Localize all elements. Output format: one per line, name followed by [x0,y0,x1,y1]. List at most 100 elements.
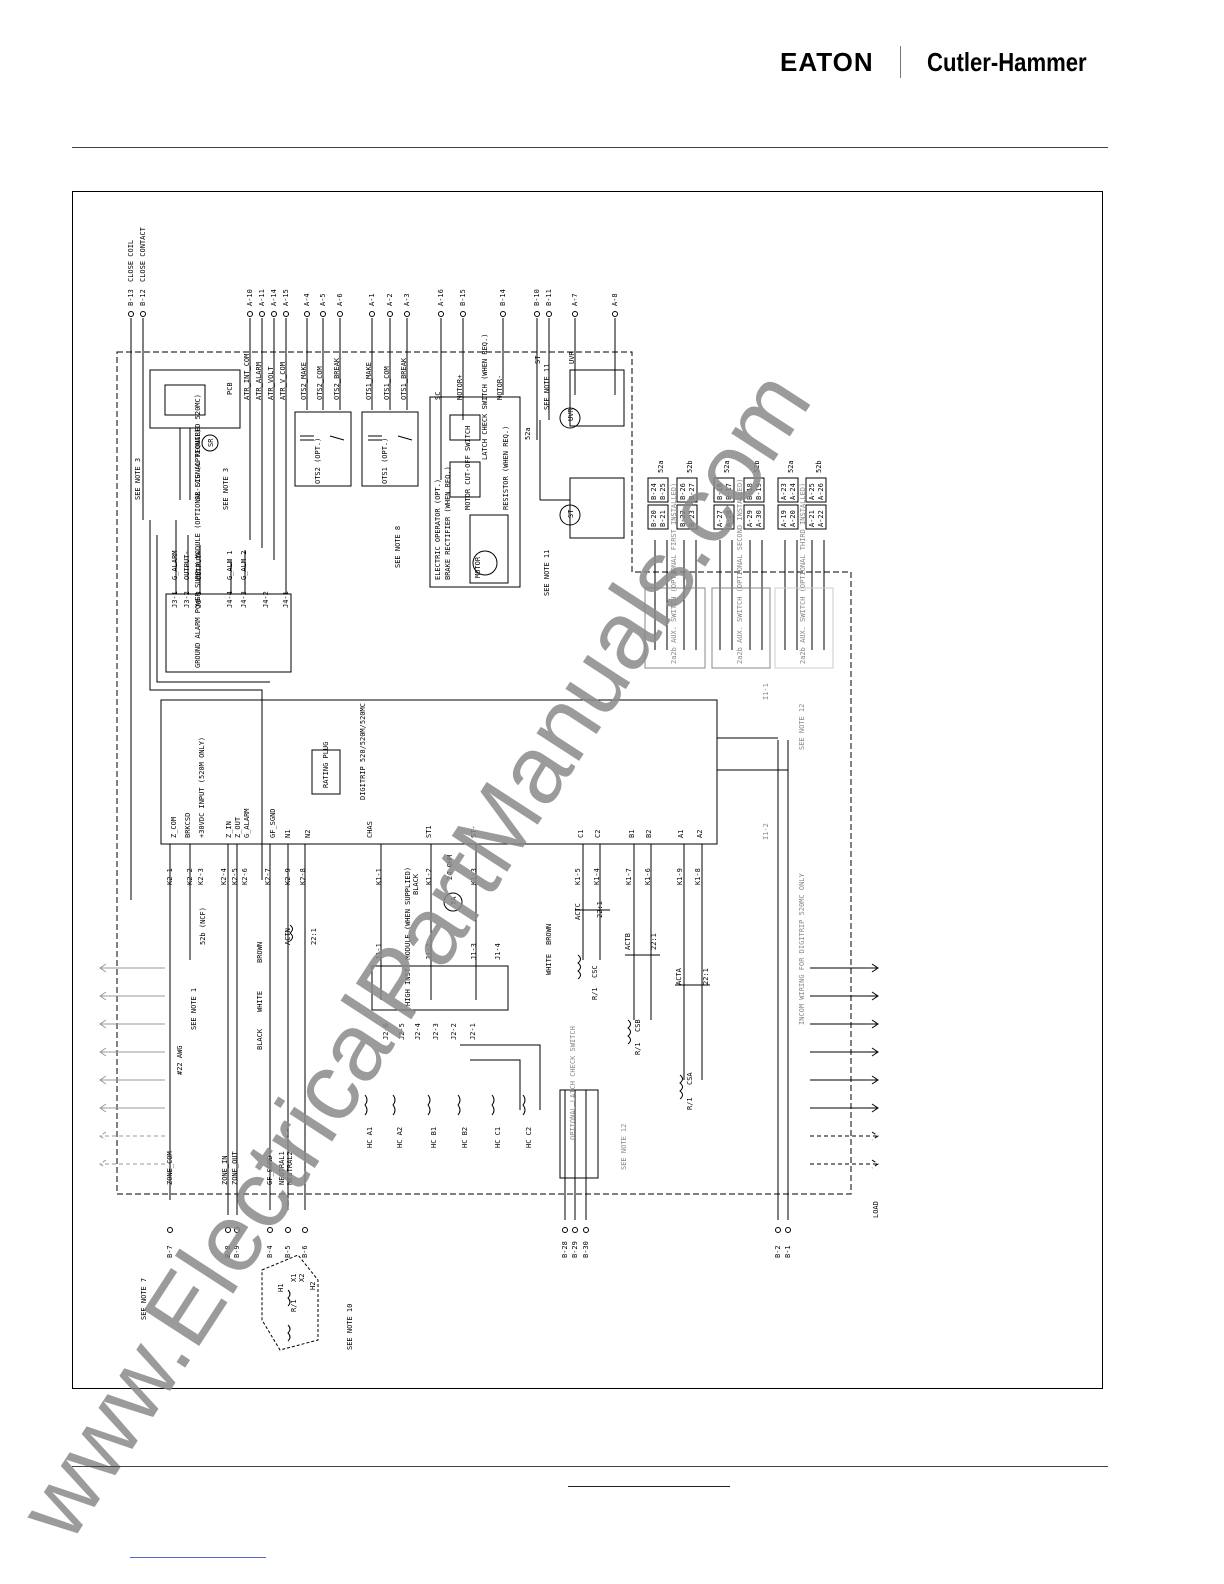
svg-text:22:1: 22:1 [310,928,318,945]
ots2-box [294,411,352,487]
svg-text:J4-4: J4-4 [226,591,234,608]
svg-text:B-7: B-7 [166,1245,174,1258]
svg-text:K1-5: K1-5 [574,868,582,885]
svg-text:J1-4: J1-4 [494,943,502,960]
svg-text:A-3: A-3 [403,293,411,306]
svg-text:A-16: A-16 [437,289,445,306]
svg-text:B-5: B-5 [284,1245,292,1258]
svg-text:SEE NOTE 10: SEE NOTE 10 [346,1304,354,1350]
svg-text:K2-5: K2-5 [231,868,239,885]
terminal-B-12: B-12 [139,289,147,306]
diagram-frame [72,191,1103,1389]
svg-text:SEE NOTE 11: SEE NOTE 11 [543,364,551,410]
ots1-box [361,411,419,487]
svg-text:SR-LCS (OPTIONAL): SR-LCS (OPTIONAL) [194,428,202,500]
pcb-box [149,369,241,429]
svg-text:UVR: UVR [568,351,576,364]
svg-text:G_ALM 2: G_ALM 2 [240,550,248,580]
svg-text:R/1: R/1 [686,1097,694,1110]
svg-text:WHITE: WHITE [545,954,553,975]
svg-text:Z_IN: Z_IN [225,821,233,838]
svg-text:MOTOR: MOTOR [474,556,482,578]
svg-text:A-6: A-6 [336,293,344,306]
svg-text:SEE NOTE 7: SEE NOTE 7 [140,1278,148,1320]
svg-text:K2-4: K2-4 [220,868,228,885]
svg-text:ZONE_IN: ZONE_IN [221,1155,229,1185]
svg-text:#22 AWG: #22 AWG [176,1045,184,1075]
svg-text:B-20: B-20 [650,510,658,527]
svg-text:OTS2_MAKE: OTS2_MAKE [300,362,308,400]
svg-text:ACTC: ACTC [574,903,582,920]
svg-text:A-8: A-8 [611,293,619,306]
svg-text:B-2: B-2 [774,1245,782,1258]
svg-text:UVR: UVR [567,408,575,421]
hc-coils [364,1044,541,1116]
lower-wires [169,737,789,1220]
svg-text:J4-2: J4-2 [262,591,270,608]
bottom-labels: ZONE_COM ZONE_IN ZONE_OUT GF_SGND NEUTRA… [166,1150,880,1218]
svg-text:ATR_ALARM: ATR_ALARM [255,362,263,400]
svg-text:A-1: A-1 [368,293,376,306]
footer-link-underline[interactable] [130,1557,266,1558]
svg-text:NEUTRAL1: NEUTRAL1 [278,1151,286,1185]
svg-text:K2-3: K2-3 [197,868,205,885]
svg-text:22:1: 22:1 [702,968,710,985]
svg-text:22:1: 22:1 [596,901,604,918]
svg-text:A-19: A-19 [780,510,788,527]
svg-text:OTS2 (OPT.): OTS2 (OPT.) [314,438,322,484]
rating-plug-label: RATING PLUG [322,742,330,788]
svg-text:MOTOR CUT-OFF SWITCH: MOTOR CUT-OFF SWITCH [464,426,472,510]
svg-text:K1-3: K1-3 [470,868,478,885]
svg-text:A-15: A-15 [282,289,290,306]
svg-text:HC A1: HC A1 [366,1127,374,1148]
svg-text:B2: B2 [645,830,653,838]
svg-text:HIGH INST. MODULE (WHEN SUPPLI: HIGH INST. MODULE (WHEN SUPPLIED) [404,867,412,1006]
svg-text:A-22: A-22 [817,510,825,527]
svg-text:ELECTRIC OPERATOR (OPT.): ELECTRIC OPERATOR (OPT.) [434,479,442,580]
svg-text:B1: B1 [628,830,636,838]
svg-text:ACTN: ACTN [284,928,292,945]
cutler-hammer-logo: Cutler-Hammer [926,46,1087,77]
svg-text:MOTOR-: MOTOR- [496,375,504,400]
svg-text:X2: X2 [298,1274,306,1282]
svg-text:B-17: B-17 [725,483,733,500]
svg-text:2a2b AUX. SWITCH (OPTIONAL SEC: 2a2b AUX. SWITCH (OPTIONAL SECOND INSTAL… [736,479,744,664]
svg-text:B-16: B-16 [716,483,724,500]
svg-text:K1-6: K1-6 [644,868,652,885]
svg-text:ZONE_COM: ZONE_COM [166,1151,174,1185]
svg-text:B-27: B-27 [688,483,696,500]
svg-text:ZONE_OUT: ZONE_OUT [231,1150,239,1185]
svg-text:K1-8: K1-8 [694,868,702,885]
svg-text:A-25: A-25 [808,483,816,500]
svg-text:52a: 52a [657,460,665,473]
svg-text:OTS1_BREAK: OTS1_BREAK [400,357,408,400]
svg-text:OTS2_BREAK: OTS2_BREAK [333,357,341,400]
svg-text:CSA: CSA [686,1072,694,1085]
svg-text:CSB: CSB [634,1019,642,1032]
svg-text:A-23: A-23 [780,483,788,500]
svg-text:GF_SGND: GF_SGND [266,1155,274,1185]
footer-rule [72,1466,1108,1467]
svg-text:K2-7: K2-7 [264,868,272,885]
svg-text:GF_SGND: GF_SGND [269,808,277,838]
header-logo: EATON Cutler-Hammer [780,44,1114,80]
svg-text:K1-1: K1-1 [375,868,383,885]
svg-text:K2-6: K2-6 [241,868,249,885]
digitrip-module [160,699,718,845]
svg-text:SEE NOTE 3: SEE NOTE 3 [134,458,142,500]
svg-text:K1-9: K1-9 [676,868,684,885]
svg-text:J4-3: J4-3 [240,591,248,608]
svg-text:A-30: A-30 [755,510,763,527]
svg-text:J2-6: J2-6 [382,1023,390,1040]
svg-text:G_ALARM: G_ALARM [243,808,251,838]
svg-text:BLACK: BLACK [256,1028,264,1050]
svg-text:HC B1: HC B1 [430,1127,438,1148]
svg-text:A-29: A-29 [746,510,754,527]
svg-text:SEE NOTE 8: SEE NOTE 8 [394,526,402,568]
ground-alarm-module [165,593,292,673]
electric-operator [429,396,521,588]
ta-resistor [443,892,463,912]
svg-text:B-25: B-25 [659,483,667,500]
svg-text:BROWN: BROWN [545,924,553,945]
